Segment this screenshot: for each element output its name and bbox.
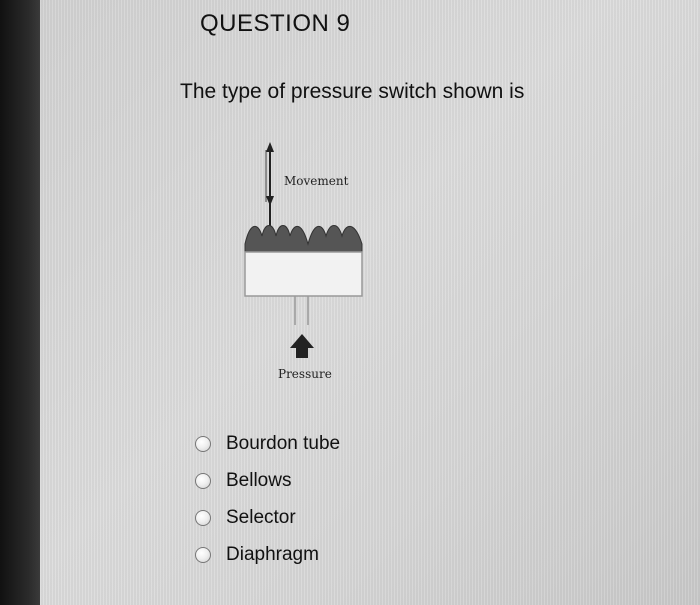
radio-button[interactable]: [195, 509, 211, 526]
question-panel: QUESTION 9 The type of pressure switch s…: [40, 0, 700, 605]
answer-options: Bourdon tube Bellows Selector Diaphragm: [195, 425, 340, 573]
pressure-switch-diagram: Movement Pressure: [244, 142, 363, 381]
option-diaphragm[interactable]: Diaphragm: [195, 536, 340, 573]
radio-button[interactable]: [195, 546, 211, 563]
movement-label: Movement: [284, 174, 349, 188]
option-label: Bellows: [226, 469, 292, 491]
question-text: The type of pressure switch shown is: [180, 80, 525, 103]
option-label: Selector: [226, 506, 296, 528]
pressure-arrow: [290, 334, 314, 358]
option-label: Bourdon tube: [226, 432, 341, 454]
question-title: QUESTION 9: [200, 10, 351, 37]
option-selector[interactable]: Selector: [195, 499, 340, 536]
pressure-label: Pressure: [278, 367, 332, 381]
diaphragm-element: [244, 202, 363, 253]
option-label: Diaphragm: [226, 543, 319, 565]
switch-housing: [244, 251, 363, 325]
movement-arrow: [265, 142, 274, 206]
option-bourdon-tube[interactable]: Bourdon tube: [195, 425, 340, 462]
option-bellows[interactable]: Bellows: [195, 462, 340, 499]
radio-button[interactable]: [195, 435, 211, 452]
screen-bezel: [0, 0, 40, 605]
radio-button[interactable]: [195, 472, 211, 489]
